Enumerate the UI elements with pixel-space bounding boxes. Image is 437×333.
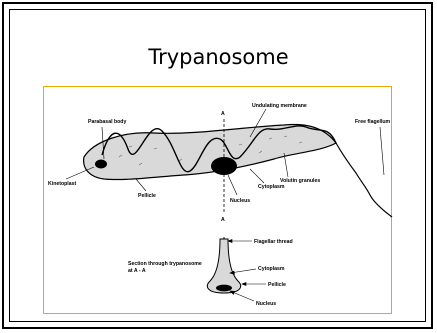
label-section-cytoplasm: Cytoplasm bbox=[258, 266, 285, 272]
label-pellicle: Pellicle bbox=[138, 193, 156, 199]
label-nucleus: Nucleus bbox=[230, 198, 250, 204]
slide-title: Trypanosome bbox=[10, 45, 427, 69]
label-kinetoplast: Kinetoplast bbox=[48, 181, 77, 187]
slide-outer-frame: Trypanosome bbox=[2, 2, 433, 329]
label-flagellar-thread: Flagellar thread bbox=[254, 239, 293, 245]
label-cytoplasm: Cytoplasm bbox=[258, 184, 285, 190]
kinetoplast bbox=[95, 160, 107, 169]
free-flagellum bbox=[336, 143, 392, 217]
section-label-a-top: A bbox=[221, 111, 225, 117]
cross-section-title-line2: at A - A bbox=[128, 268, 146, 274]
label-parabasal-body: Parabasal body bbox=[88, 119, 126, 125]
slide-inner-frame: Trypanosome bbox=[9, 9, 426, 322]
cross-section-nucleus bbox=[216, 285, 232, 292]
label-undulating-membrane: Undulating membrane bbox=[252, 103, 307, 109]
label-section-pellicle: Pellicle bbox=[268, 282, 286, 288]
trypanosome-diagram: A A Parabasal body Undulating membrane F… bbox=[44, 87, 393, 315]
label-volutin-granules: Volutin granules bbox=[280, 178, 320, 184]
cross-section-title-line1: Section through trypanosome bbox=[128, 261, 202, 267]
label-section-nucleus: Nucleus bbox=[256, 301, 276, 307]
trypanosome-body bbox=[84, 125, 336, 180]
label-free-flagellum: Free flagellum bbox=[355, 119, 391, 125]
diagram-panel: A A Parabasal body Undulating membrane F… bbox=[43, 86, 392, 314]
section-label-a-bottom: A bbox=[221, 217, 225, 223]
